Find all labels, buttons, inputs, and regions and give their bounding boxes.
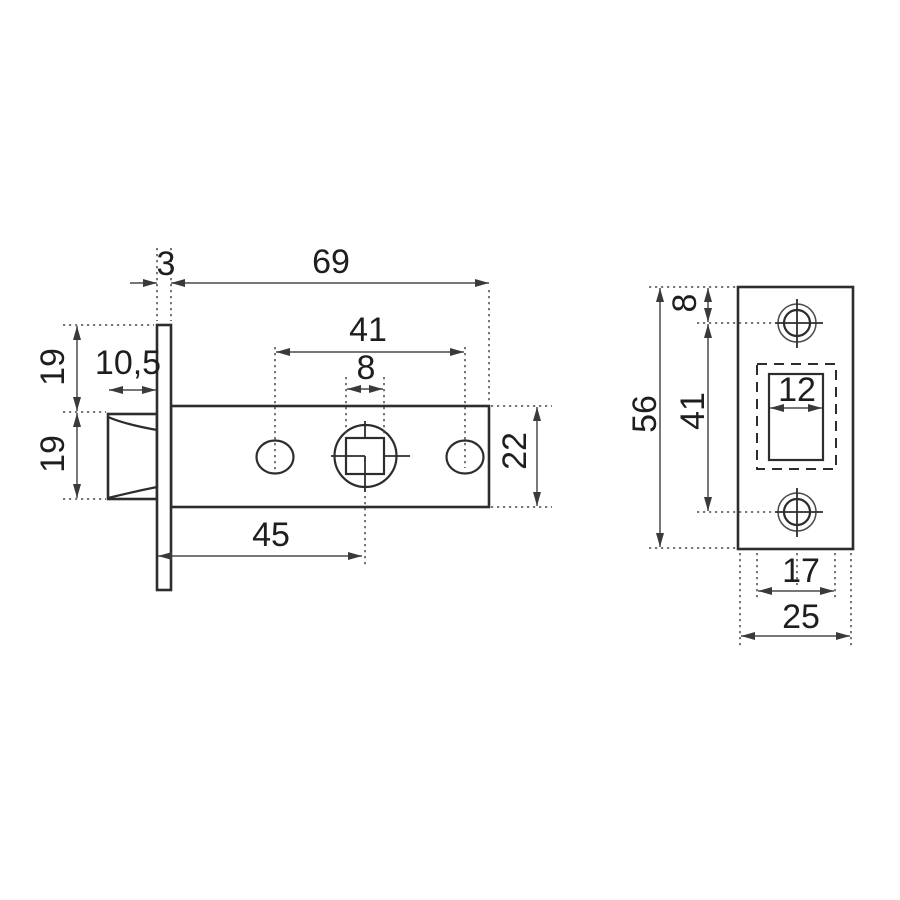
dim-bolt-height: 19: [34, 413, 81, 498]
dim-label-bolt-projection: 10,5: [95, 344, 161, 382]
dim-top-offset: 19: [34, 326, 81, 411]
dim-label-plate-height: 56: [626, 395, 664, 433]
front-view: 56 8 41 12 17 25: [626, 285, 855, 646]
dim-backset: 45: [158, 516, 362, 560]
dim-body-height: 22: [496, 407, 541, 506]
latch-cutout: [767, 372, 825, 462]
fixing-hole-left: [255, 439, 295, 475]
dim-label-body-height: 22: [496, 432, 534, 470]
dim-hole-spacing: 41: [276, 311, 464, 356]
dim-label-faceplate-thickness: 3: [157, 245, 176, 283]
faceplate-edge: [155, 323, 173, 592]
dim-body-length: 69: [171, 243, 489, 287]
dim-plate-height: 56: [626, 288, 664, 547]
dim-label-screw-top-offset: 8: [666, 294, 704, 313]
latch-body: [169, 404, 491, 509]
dim-label-top-offset: 19: [34, 348, 72, 386]
dim-label-screw-spacing: 41: [674, 392, 712, 430]
side-view-extension-lines: [63, 248, 552, 568]
dim-label-plate-width: 25: [782, 598, 820, 636]
dim-label-inner-width: 17: [782, 552, 820, 590]
front-view-extension-lines: [649, 286, 852, 646]
dim-label-body-length: 69: [312, 243, 350, 281]
dim-label-cutout-width: 12: [778, 371, 816, 409]
screw-hole-bottom: [775, 488, 823, 537]
dim-label-hole-spacing: 41: [349, 311, 387, 349]
dim-label-backset: 45: [252, 516, 290, 554]
latch-bolt-bevel-top: [107, 415, 158, 432]
fixing-hole-right: [445, 439, 485, 475]
screw-hole-top: [775, 299, 823, 348]
dim-label-bolt-height: 19: [34, 435, 72, 473]
cutout-dashed-zone: [756, 363, 837, 470]
latch-bolt-bevel-bottom: [107, 485, 158, 500]
latch-bolt: [106, 412, 159, 501]
dim-bolt-projection: 10,5: [95, 344, 161, 394]
dim-label-spindle-square: 8: [357, 349, 376, 387]
faceplate-front: [736, 285, 855, 551]
dim-screw-top-offset: 8: [666, 288, 712, 322]
dim-cutout-width: 12: [770, 371, 822, 412]
dim-faceplate-thickness: 3: [130, 245, 176, 287]
dim-plate-width: 25: [741, 598, 850, 640]
dim-inner-width: 17: [758, 552, 834, 595]
side-view: 3 69 41 8 10,5 19 19: [34, 243, 552, 592]
dim-screw-spacing: 41: [674, 324, 712, 511]
dim-spindle-square: 8: [347, 349, 383, 393]
